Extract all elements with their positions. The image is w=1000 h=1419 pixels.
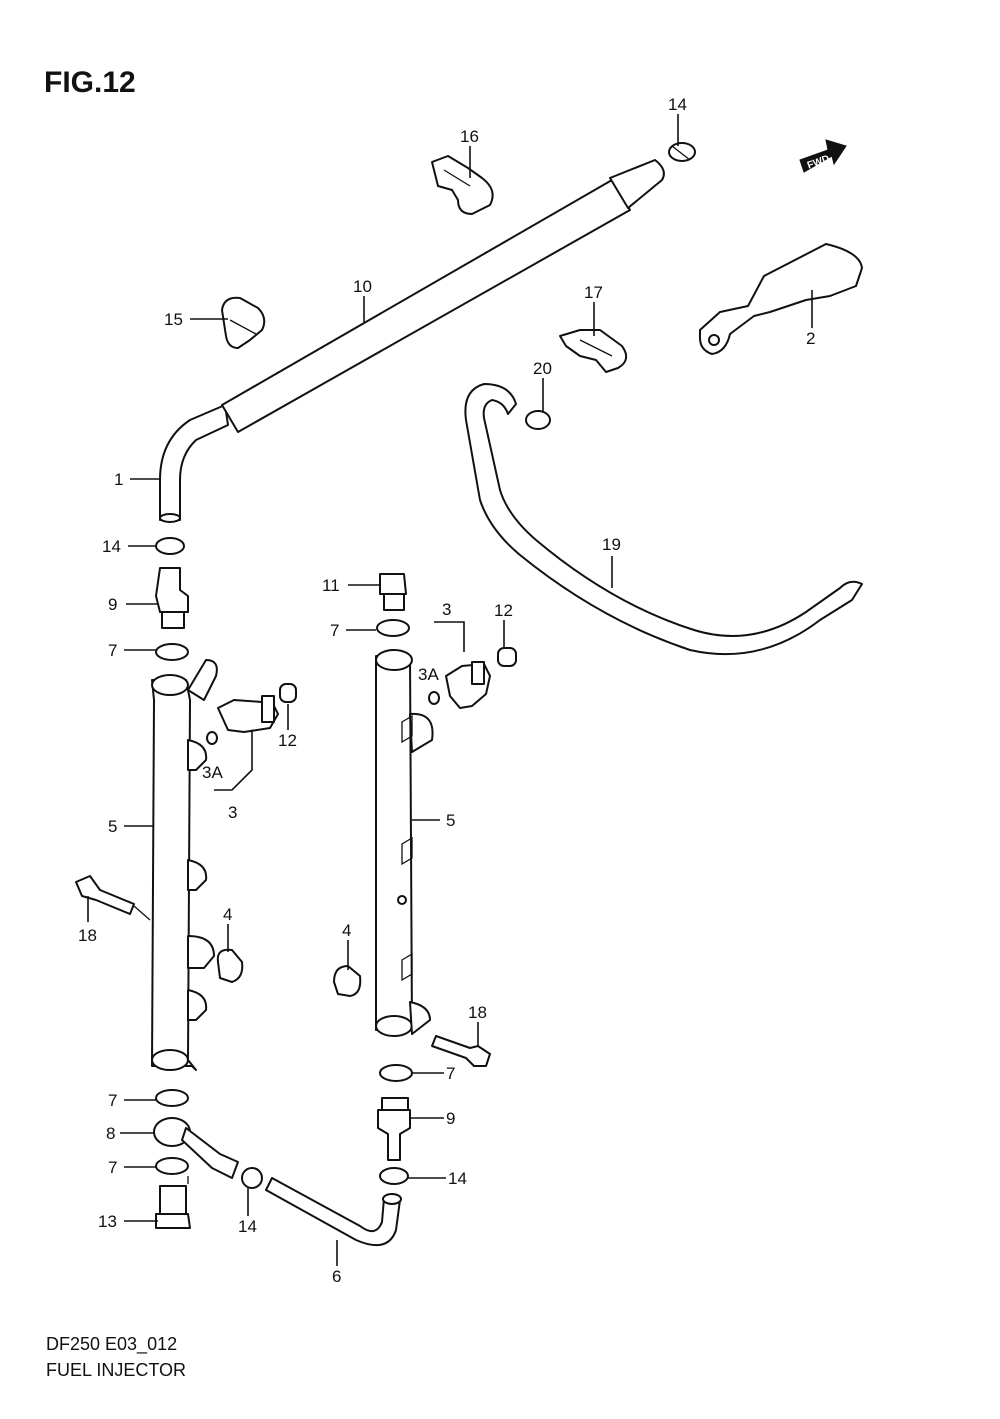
union-8 <box>153 1117 239 1179</box>
hose-clamp-14-top <box>668 142 696 162</box>
union-fitting-9-bottom <box>377 1097 411 1161</box>
callout-13: 13 <box>98 1212 117 1231</box>
diagram-name: FUEL INJECTOR <box>46 1360 186 1380</box>
grommet-4-right <box>333 965 362 997</box>
fuel-hose-6 <box>265 1177 402 1247</box>
hose-clamp-14-right-bottom <box>379 1167 409 1185</box>
fuel-delivery-pipe-5-left <box>151 659 218 1071</box>
callout-11: 11 <box>322 576 340 595</box>
callout-labels: 14 16 10 15 17 2 20 1 19 14 9 11 3 12 7 … <box>78 95 815 1286</box>
forward-arrow-icon: FWD <box>799 139 847 173</box>
hose-clamp-17 <box>559 329 628 373</box>
figure-title: FIG.12 <box>44 66 136 99</box>
hose-clamp-15 <box>221 296 266 349</box>
callout-3A: 3A <box>418 665 439 684</box>
callout-19: 19 <box>602 535 621 554</box>
bolt-18-right <box>431 1035 491 1067</box>
callout-14: 14 <box>238 1217 257 1236</box>
union-fitting-9-top <box>155 567 189 629</box>
callout-12: 12 <box>494 601 513 620</box>
callout-3A: 3A <box>202 763 223 782</box>
washer-7-b <box>376 619 410 637</box>
callout-2: 2 <box>806 329 815 348</box>
grommet-4-left <box>216 948 244 983</box>
callout-4: 4 <box>342 921 351 940</box>
fuel-injector-3-right <box>428 661 491 709</box>
hose-clamp-14-left <box>155 537 185 555</box>
callout-18: 18 <box>468 1003 487 1022</box>
callout-7: 7 <box>330 621 339 640</box>
callout-20: 20 <box>533 359 552 378</box>
plug-bolt-11 <box>379 573 407 611</box>
hose-clamp-16 <box>431 155 494 215</box>
hose-clamp-20 <box>525 410 551 430</box>
diagram-code: DF250 E03_012 <box>46 1334 177 1355</box>
callout-17: 17 <box>584 283 603 302</box>
callout-12: 12 <box>278 731 297 750</box>
callout-7: 7 <box>446 1064 455 1083</box>
bracket-2 <box>699 243 863 355</box>
fuel-hose-19 <box>464 383 863 656</box>
o-ring-12-left <box>279 683 297 703</box>
callout-16: 16 <box>460 127 479 146</box>
callout-9: 9 <box>108 595 117 614</box>
bolt-18-left <box>75 875 135 915</box>
callout-7: 7 <box>108 641 117 660</box>
callout-14: 14 <box>448 1169 467 1188</box>
callout-18: 18 <box>78 926 97 945</box>
callout-3: 3 <box>228 803 237 822</box>
callout-10: 10 <box>353 277 372 296</box>
washer-7-c <box>155 1089 189 1107</box>
leader-lines <box>87 114 813 1266</box>
fuel-injector-3-left <box>206 695 279 745</box>
callout-4: 4 <box>223 905 232 924</box>
callout-7: 7 <box>108 1158 117 1177</box>
washer-7-d <box>379 1064 413 1082</box>
washer-7-a <box>155 643 189 661</box>
callout-6: 6 <box>332 1267 341 1286</box>
fuel-hose-10 <box>159 159 665 523</box>
callout-5: 5 <box>108 817 117 836</box>
fuel-delivery-pipe-5-right <box>375 649 434 1037</box>
washer-7-e <box>155 1157 189 1175</box>
callout-1: 1 <box>114 470 123 489</box>
o-ring-12-right <box>497 647 517 667</box>
callout-15: 15 <box>164 310 183 329</box>
callout-8: 8 <box>106 1124 115 1143</box>
callout-14: 14 <box>102 537 121 556</box>
callout-14: 14 <box>668 95 687 114</box>
union-bolt-13 <box>155 1185 191 1229</box>
callout-3: 3 <box>442 600 451 619</box>
callout-9: 9 <box>446 1109 455 1128</box>
hose-clamp-14-left-bottom <box>241 1167 263 1189</box>
callout-5: 5 <box>446 811 455 830</box>
callout-7: 7 <box>108 1091 117 1110</box>
